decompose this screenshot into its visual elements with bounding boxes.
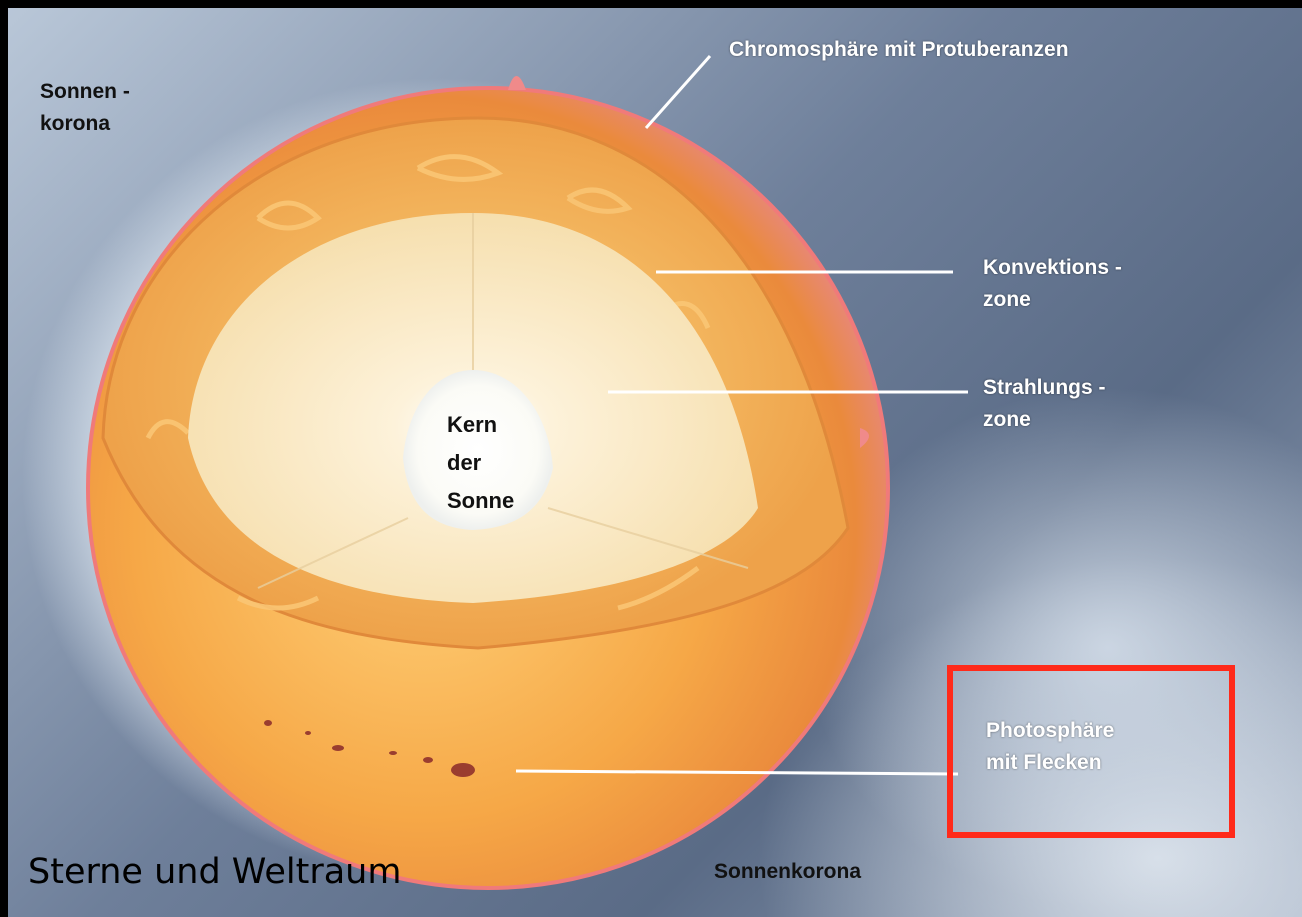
label-corona-top-line2: korona (40, 108, 130, 140)
label-chromosphere: Chromosphäre mit Protuberanzen (729, 34, 1069, 66)
label-corona-bottom: Sonnenkorona (714, 856, 861, 888)
label-convection-line2: zone (983, 284, 1122, 316)
leader-line-chromosphere (646, 56, 710, 128)
label-core-line1: Kern (447, 406, 514, 444)
label-core-line3: Sonne (447, 482, 514, 520)
label-core-line2: der (447, 444, 514, 482)
label-radiation-line2: zone (983, 404, 1106, 436)
label-corona-top: Sonnen - korona (40, 76, 130, 140)
label-core: Kern der Sonne (447, 406, 514, 520)
prominence-mark (508, 76, 526, 90)
highlight-box-photosphere (947, 665, 1235, 838)
label-radiation-zone: Strahlungs - zone (983, 372, 1106, 436)
label-corona-top-line1: Sonnen - (40, 76, 130, 108)
label-convection-zone: Konvektions - zone (983, 252, 1122, 316)
label-radiation-line1: Strahlungs - (983, 372, 1106, 404)
image-caption: Sterne und Weltraum (28, 852, 401, 892)
label-convection-line1: Konvektions - (983, 252, 1122, 284)
